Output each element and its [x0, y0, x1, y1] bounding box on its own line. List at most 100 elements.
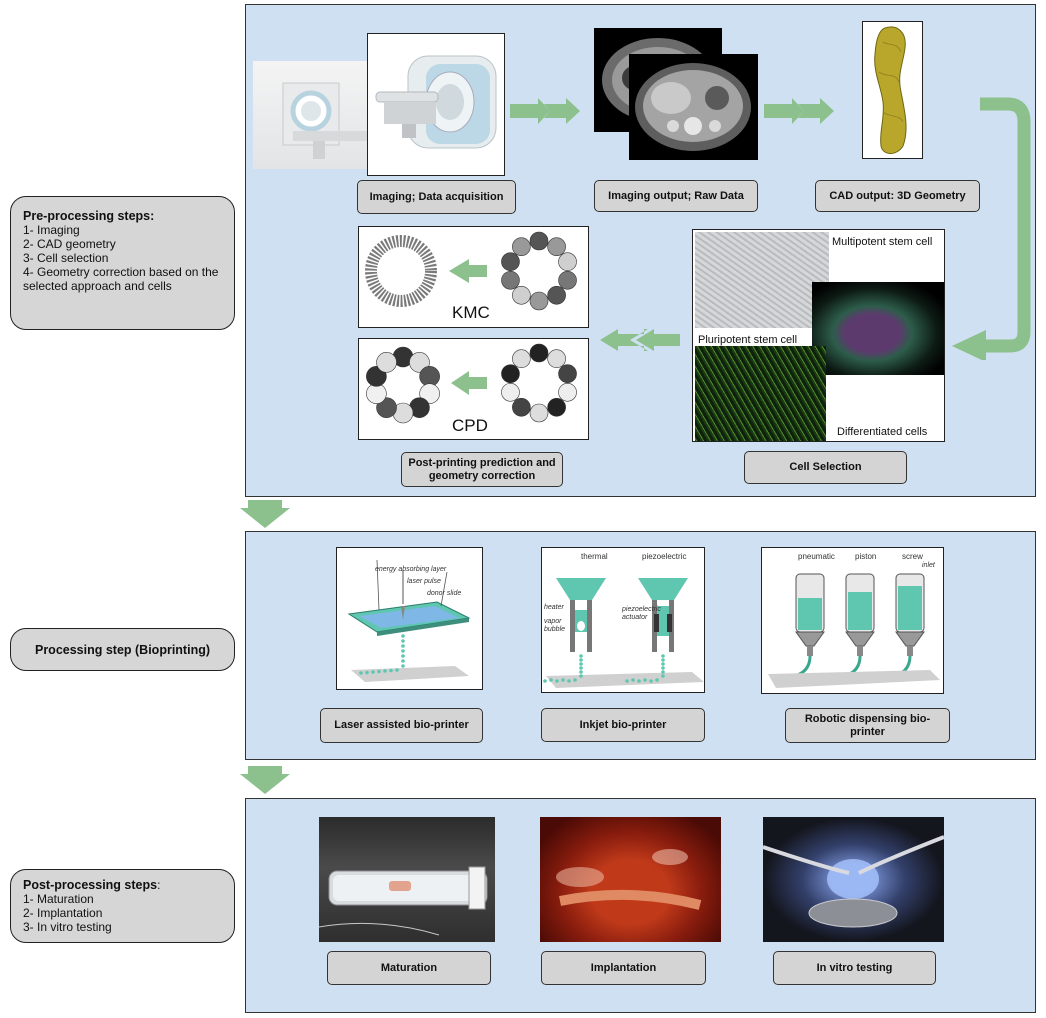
inkjet-thermal-annotation: thermal [581, 552, 608, 561]
label-robotic-printer: Robotic dispensing bio-printer [785, 708, 950, 743]
label-cad-output: CAD output: 3D Geometry [815, 180, 980, 212]
sphere [529, 291, 549, 311]
laser-droplets [359, 634, 405, 675]
droplet [549, 678, 553, 682]
kmc-simulation-box: KMC [358, 226, 589, 328]
label-cell-selection: Cell Selection [744, 451, 907, 484]
inkjet-droplets [543, 654, 665, 683]
droplet [637, 679, 641, 683]
droplet [655, 678, 659, 682]
sphere [409, 352, 430, 373]
sphere [558, 382, 577, 402]
droplet [365, 670, 369, 675]
droplet [567, 679, 571, 683]
droplet [401, 659, 405, 663]
maturation-photo [319, 817, 495, 942]
sphere [501, 252, 520, 272]
syringe-fluid [898, 586, 922, 630]
sphere [419, 383, 440, 404]
label-laser-printer: Laser assisted bio-printer [320, 708, 483, 743]
arrow-cells-to-correction [600, 329, 680, 351]
sphere [419, 366, 440, 387]
droplet [395, 668, 399, 672]
cpd-label: CPD [452, 416, 488, 435]
syringe-taper [795, 631, 825, 647]
sphere [512, 349, 531, 369]
post-item-1: 1- Maturation [23, 892, 94, 906]
ct-scanner-photo [253, 61, 383, 169]
droplet [661, 658, 665, 662]
syringe-needle [907, 646, 913, 656]
pre-processing-box: Pre-processing steps: 1- Imaging 2- CAD … [10, 196, 235, 330]
label-inkjet-printer: Inkjet bio-printer [541, 708, 705, 742]
sphere [547, 349, 566, 369]
sphere [512, 285, 531, 305]
post-item-2: 2- Implantation [23, 906, 103, 920]
pluripotent-cell-photo [812, 282, 944, 375]
implantation-photo [540, 817, 721, 942]
droplet [555, 679, 559, 683]
sphere [376, 397, 397, 418]
sphere [529, 403, 549, 423]
arrow-down-2 [240, 766, 290, 794]
robotic-screw-annotation: screw [902, 552, 923, 561]
sphere [501, 364, 520, 384]
inkjet-printer-diagram: thermal piezoelectric heater vapor bubbl… [541, 547, 705, 693]
droplet [579, 662, 583, 666]
robotic-pneumatic-annotation: pneumatic [798, 552, 835, 561]
laser-pulse-annotation: laser pulse [407, 578, 441, 585]
droplet [579, 658, 583, 662]
syringe-needle [807, 646, 813, 656]
sphere [558, 252, 577, 272]
pre-item-3: 3- Cell selection [23, 251, 109, 265]
syringe-group [783, 573, 925, 680]
mri-scanner-photo [367, 33, 505, 176]
inkjet-actuator-annotation: piezoelectric actuator [622, 606, 661, 621]
droplet [359, 671, 363, 675]
syringe-fluid [848, 592, 872, 630]
sphere [501, 382, 520, 402]
sphere [501, 270, 520, 290]
sphere [558, 364, 577, 384]
syringe-taper [895, 631, 925, 647]
cpd-simulation-box: CPD [358, 338, 589, 440]
droplet [643, 678, 647, 682]
droplet [579, 654, 583, 658]
sphere [366, 383, 387, 404]
sphere [512, 237, 531, 257]
post-processing-box: Post-processing steps: 1- Maturation 2- … [10, 869, 235, 943]
inkjet-piezo-annotation: piezoelectric [642, 552, 687, 561]
droplet [661, 674, 665, 678]
label-raw-data: Imaging output; Raw Data [594, 180, 758, 212]
droplet [579, 670, 583, 674]
label-post-printing: Post-printing prediction and geometry co… [401, 452, 563, 487]
in-vitro-photo [763, 817, 944, 942]
laser-energy-annotation: energy absorbing layer [375, 566, 447, 573]
pre-item-1: 1- Imaging [23, 223, 80, 237]
laser-printer-diagram: energy absorbing layer laser pulse donor… [336, 547, 483, 690]
droplet [579, 674, 583, 678]
droplet [389, 668, 393, 673]
droplet [401, 664, 405, 668]
droplet [661, 670, 665, 674]
post-processing-title: Post-processing steps [23, 878, 158, 892]
sphere [529, 343, 549, 363]
syringe-taper [845, 631, 875, 647]
droplet [579, 666, 583, 670]
droplet [661, 666, 665, 670]
droplet [401, 644, 405, 648]
droplet [661, 662, 665, 666]
kmc-sphere-ring [501, 231, 577, 311]
cpd-sphere-ring [501, 343, 577, 423]
droplet [543, 679, 547, 683]
processing-title: Processing step (Bioprinting) [34, 642, 210, 657]
syringe-needle [857, 646, 863, 656]
droplet [371, 670, 375, 674]
sphere [376, 352, 397, 373]
robotic-inlet-annotation: inlet [922, 562, 935, 569]
arrow-to-cad [764, 98, 834, 124]
cpd-corrected-ring [366, 346, 440, 424]
sphere [558, 270, 577, 290]
sphere [529, 231, 549, 251]
laser-donor-annotation: donor slide [427, 590, 462, 597]
